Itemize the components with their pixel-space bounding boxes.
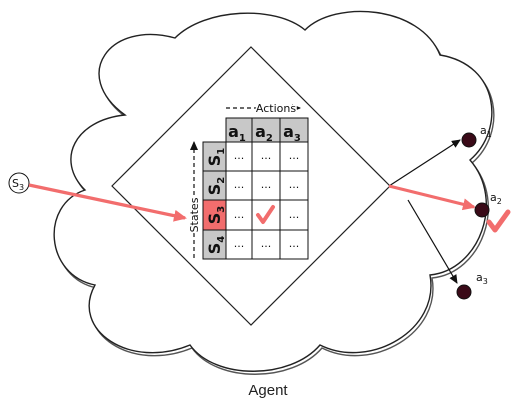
q-cell-r1c2: ... xyxy=(251,141,281,172)
svg-text:a1: a1 xyxy=(480,124,492,139)
selected-check-icon xyxy=(486,209,511,233)
q-cell-r3c2 xyxy=(251,199,281,231)
svg-text:...: ... xyxy=(234,208,245,221)
policy-diamond xyxy=(111,46,391,326)
svg-text:S3: S3 xyxy=(205,206,227,225)
svg-text:a3: a3 xyxy=(476,271,488,286)
svg-text:a3: a3 xyxy=(283,122,301,144)
q-cell-r4c2: ... xyxy=(251,229,281,260)
q-cell-r2c3: ... xyxy=(279,170,309,201)
svg-text:...: ... xyxy=(289,237,300,250)
state-header-s3: S3 xyxy=(202,199,227,231)
svg-text:...: ... xyxy=(289,178,300,191)
q-cell-r4c3: ... xyxy=(279,229,309,260)
actions-axis-label: Actions xyxy=(256,102,296,115)
svg-text:...: ... xyxy=(289,208,300,221)
output-arrow-a3 xyxy=(407,199,458,284)
q-cell-r3c1: ... xyxy=(225,199,253,231)
svg-text:a2: a2 xyxy=(255,122,273,144)
output-action-a1: a1 xyxy=(461,124,492,148)
input-state-arrow xyxy=(28,183,187,222)
svg-text:...: ... xyxy=(234,237,245,250)
svg-text:S4: S4 xyxy=(205,236,227,255)
q-cell-r2c2: ... xyxy=(251,170,281,201)
output-action-a2: a2 xyxy=(474,191,511,233)
state-header-s2: S2 xyxy=(202,170,227,201)
svg-text:S3: S3 xyxy=(12,177,24,192)
q-cell-r3c3: ... xyxy=(279,199,309,231)
q-cell-r2c1: ... xyxy=(225,170,253,201)
check-icon xyxy=(256,205,275,224)
q-cell-r1c3: ... xyxy=(279,141,309,172)
action-header-a3: a3 xyxy=(279,117,309,144)
output-arrow-a2 xyxy=(388,184,476,211)
output-arrow-a1 xyxy=(388,139,461,187)
output-action-a3: a3 xyxy=(456,271,488,300)
svg-text:S2: S2 xyxy=(205,177,227,196)
q-table: a1 a2 a3 S1 S2 xyxy=(202,117,309,260)
action-header-a2: a2 xyxy=(251,117,281,144)
svg-text:...: ... xyxy=(261,149,272,162)
svg-text:...: ... xyxy=(289,149,300,162)
input-state-node: S3 xyxy=(8,172,30,194)
svg-text:...: ... xyxy=(234,178,245,191)
q-cell-r4c1: ... xyxy=(225,229,253,260)
state-header-s4: S4 xyxy=(202,229,227,260)
svg-text:...: ... xyxy=(234,149,245,162)
svg-text:...: ... xyxy=(261,237,272,250)
q-cell-r1c1: ... xyxy=(225,141,253,172)
svg-text:a2: a2 xyxy=(490,191,502,206)
svg-text:...: ... xyxy=(261,178,272,191)
state-header-s1: S1 xyxy=(202,141,227,172)
svg-text:a1: a1 xyxy=(228,122,246,144)
states-axis-label: States xyxy=(188,197,201,232)
svg-text:S1: S1 xyxy=(205,148,227,167)
agent-caption: Agent xyxy=(248,382,288,399)
action-header-a1: a1 xyxy=(225,117,253,144)
